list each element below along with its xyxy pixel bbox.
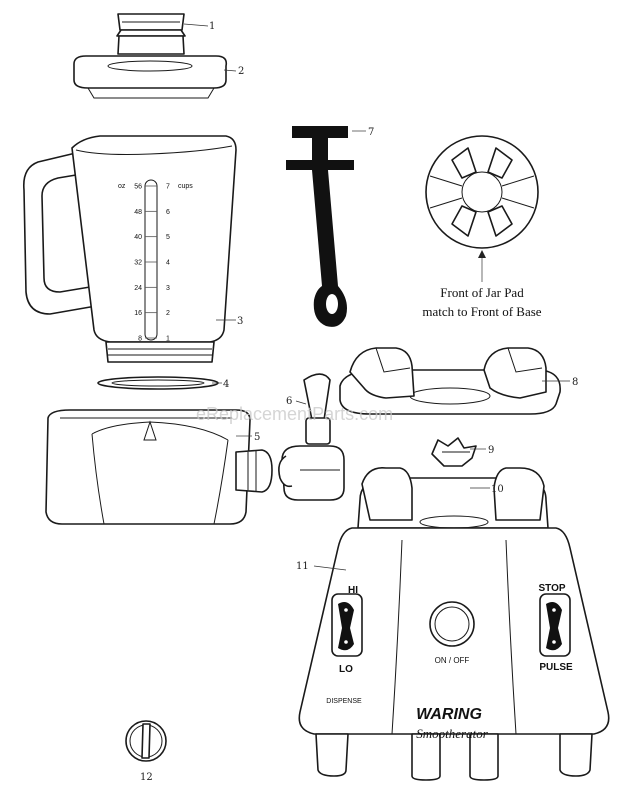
on-off-label: ON / OFF: [435, 656, 470, 665]
oz-tick-label: 24: [134, 285, 142, 292]
jar-pad-note-line-2: match to Front of Base: [422, 304, 541, 319]
motor-base: [298, 467, 610, 781]
callout-11: 11: [296, 561, 309, 572]
cups-tick-label: 3: [166, 285, 170, 292]
callout-5: 5: [254, 432, 260, 443]
jar-lid: [73, 55, 228, 99]
cups-tick-label: 4: [166, 260, 170, 267]
callout-7: 7: [368, 127, 374, 138]
dispense-label: DISPENSE: [326, 698, 362, 705]
callout-1: 1: [209, 21, 215, 32]
hi-label: HI: [348, 585, 358, 596]
callout-9: 9: [488, 445, 494, 456]
selector-knob: [125, 720, 167, 762]
oz-tick-label: 48: [134, 209, 142, 216]
blade-assembly: [431, 437, 477, 467]
oz-unit-label: oz: [118, 183, 126, 190]
watermark: eReplacementParts.com: [196, 404, 393, 424]
callout-6: 6: [286, 396, 292, 407]
jar-pad: [339, 347, 561, 415]
dispenser-container: [45, 409, 273, 525]
lo-label: LO: [339, 664, 353, 675]
pulse-label: PULSE: [539, 662, 573, 673]
callout-12: 12: [140, 772, 153, 783]
blender-jar: [22, 135, 237, 363]
oz-tick-label: 32: [134, 260, 142, 267]
jar-measuring-scale: 56 7 48 6 40 5 32 4 24 3 16 2 8 1: [134, 184, 170, 343]
cups-unit-label: cups: [178, 183, 193, 190]
tamper-tool: [286, 126, 354, 327]
dispenser-tap: [278, 373, 345, 501]
jar-pad-note-line-1: Front of Jar Pad: [440, 285, 524, 300]
lid-cap: [116, 13, 186, 55]
jar-pad-top-view: [425, 135, 539, 282]
callout-10: 10: [491, 484, 504, 495]
callout-numbers: 1 2 3 4 5 6 7 8 9 10 11 12: [140, 21, 578, 783]
jar-gasket: [97, 376, 219, 390]
cups-tick-label: 1: [166, 336, 170, 343]
oz-tick-label: 56: [134, 184, 142, 191]
callout-leaders: [183, 23, 570, 571]
callout-8: 8: [572, 377, 578, 388]
callout-2: 2: [238, 66, 244, 77]
callout-4: 4: [223, 379, 229, 390]
oz-tick-label: 8: [138, 336, 142, 343]
oz-tick-label: 16: [134, 310, 142, 317]
cups-tick-label: 2: [166, 310, 170, 317]
cups-tick-label: 5: [166, 234, 170, 241]
oz-tick-label: 40: [134, 234, 142, 241]
cups-tick-label: 7: [166, 184, 170, 191]
cups-tick-label: 6: [166, 209, 170, 216]
stop-label: STOP: [538, 583, 565, 594]
callout-3: 3: [237, 316, 243, 327]
brand-logo: WARING: [416, 706, 482, 723]
model-name: Smootherator: [416, 726, 488, 741]
